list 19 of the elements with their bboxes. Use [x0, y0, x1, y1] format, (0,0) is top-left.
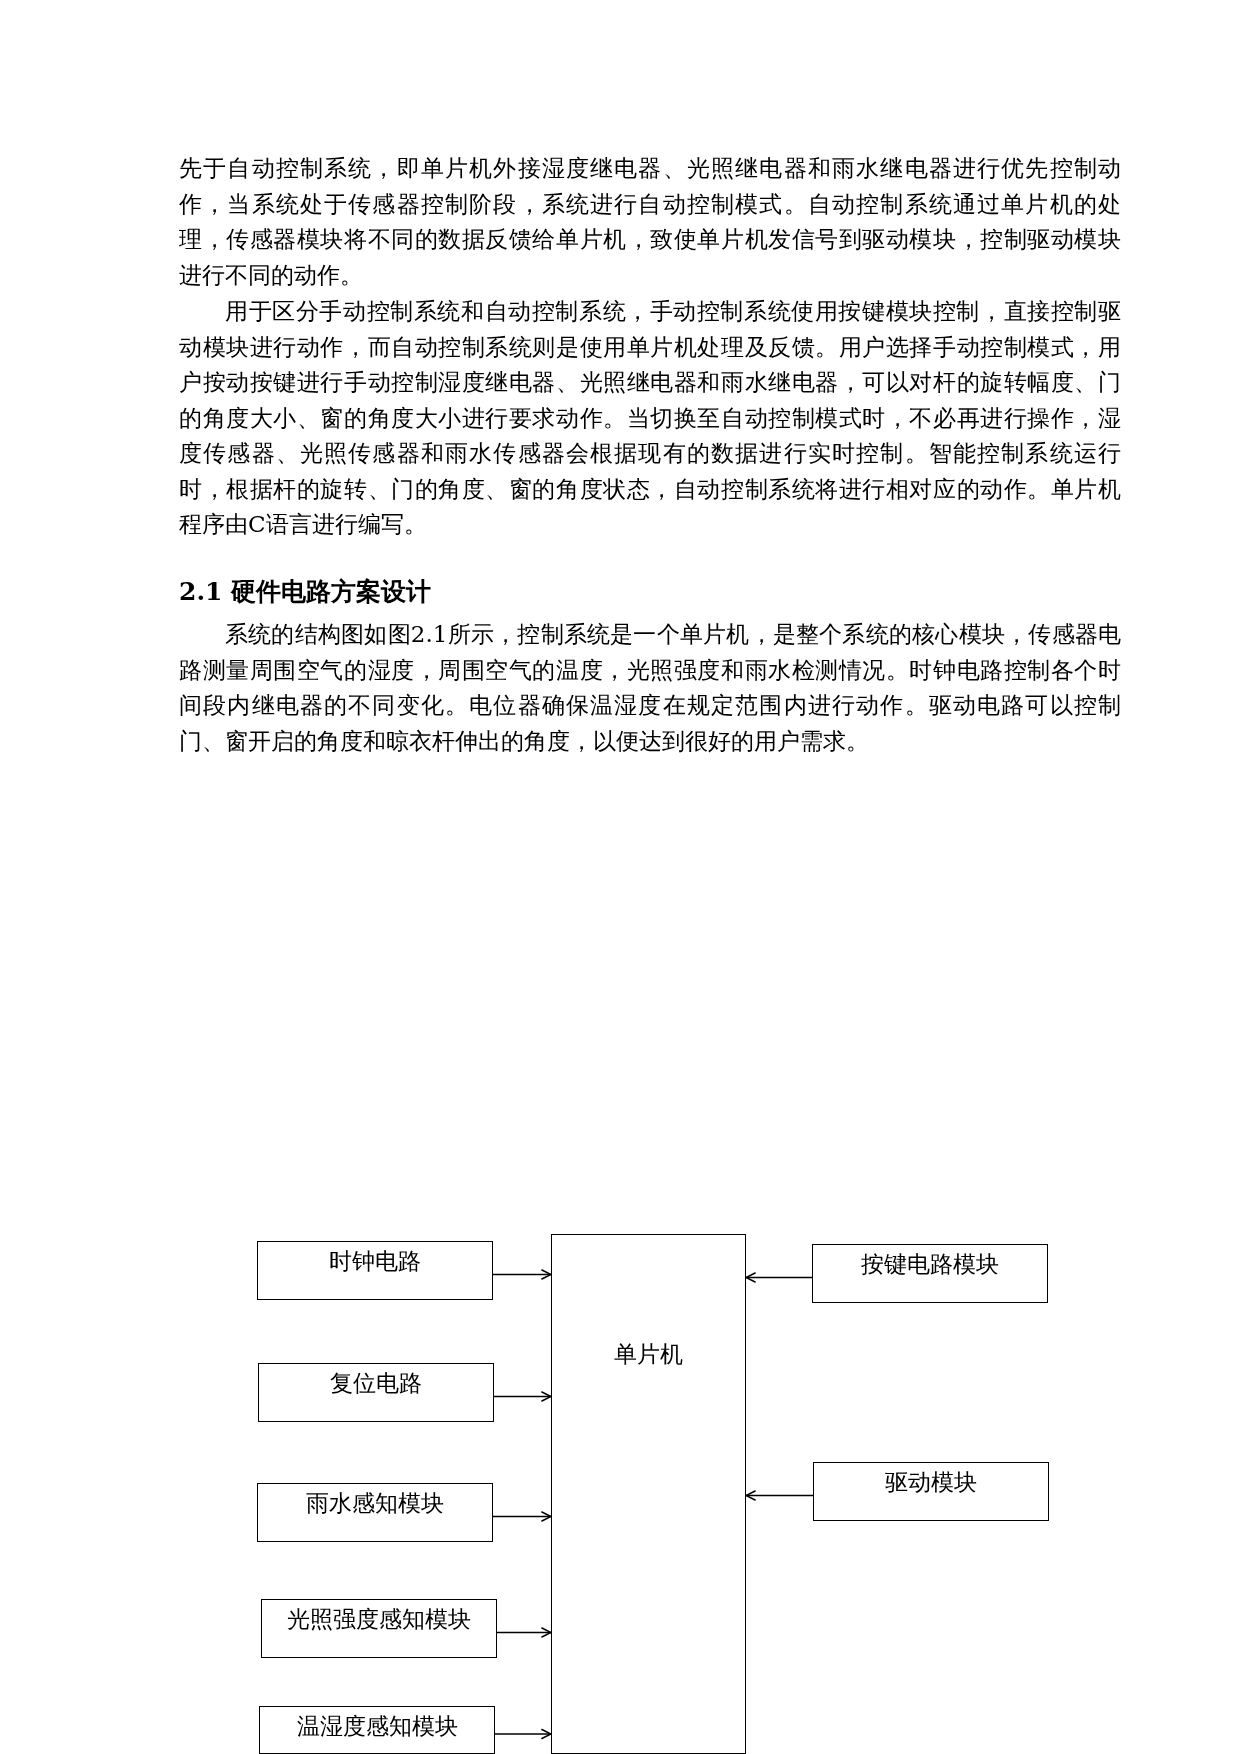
module-box: 按键电路模块	[812, 1244, 1048, 1303]
arrow	[494, 1728, 552, 1740]
section-heading: 2.1 硬件电路方案设计	[179, 576, 432, 608]
module-box: 光照强度感知模块	[261, 1599, 497, 1658]
arrow	[496, 1626, 552, 1639]
arrow	[745, 1489, 814, 1502]
module-box: 驱动模块	[813, 1462, 1049, 1521]
body-paragraph: 用于区分手动控制系统和自动控制系统，手动控制系统使用按键模块控制，直接控制驱动模块进行动作，而自动控制系统则是使用单片机处理及反馈。用户选择手动控制模式，用户按动按键进行手动控制湿度继电器、光照继电器和雨水继电器，可以对杆的旋转幅度、门的角度大小、窗的角度大小进行要求动作。当切换至自动控制模式时，不必再进行操作，湿度传感器、光照传感器和雨水传感器会根据现有的数据进行实时控制。智能控制系统运行时，根据杆的旋转、门的角度、窗的角度状态，自动控制系统将进行相对应的动作。单片机程序由C语言进行编写。	[179, 297, 1121, 539]
body-paragraph: 先于自动控制系统，即单片机外接湿度继电器、光照继电器和雨水继电器进行优先控制动作，当系统处于传感器控制阶段，系统进行自动控制模式。自动控制系统通过单片机的处理，传感器模块将不同的数据反馈给单片机，致使单片机发信号到驱动模块，控制驱动模块进行不同的动作。	[179, 154, 1121, 290]
controller-block: 单片机	[551, 1234, 746, 1754]
arrow	[745, 1271, 813, 1284]
module-box: 时钟电路	[257, 1241, 493, 1300]
arrow	[493, 1390, 552, 1403]
module-box: 温湿度感知模块	[259, 1706, 495, 1754]
arrow	[492, 1510, 552, 1523]
arrow	[492, 1268, 552, 1281]
body-paragraph: 系统的结构图如图2.1所示，控制系统是一个单片机，是整个系统的核心模块，传感器电路测量周围空气的湿度，周围空气的温度，光照强度和雨水检测情况。时钟电路控制各个时间段内继电器的不同变化。电位器确保温湿度在规定范围内进行动作。驱动电路可以控制门、窗开启的角度和晾衣杆伸出的角度，以便达到很好的用户需求。	[179, 620, 1121, 756]
module-box: 雨水感知模块	[257, 1483, 493, 1542]
module-box: 复位电路	[258, 1363, 494, 1422]
